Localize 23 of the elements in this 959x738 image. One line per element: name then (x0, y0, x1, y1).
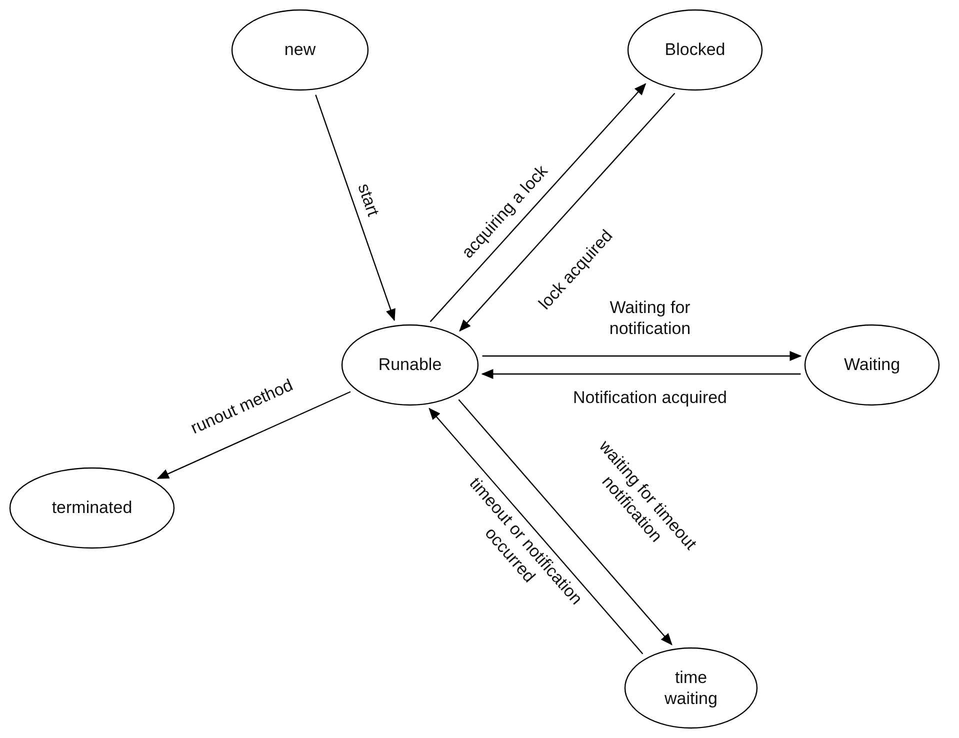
state-ellipse (341, 324, 479, 406)
edge-label: Notification acquired (572, 387, 728, 410)
arrow (458, 399, 672, 646)
arrow (482, 351, 802, 361)
state-name: Runable (378, 354, 442, 376)
arrow (430, 83, 646, 322)
state-ellipse (9, 467, 175, 549)
state-ellipse (804, 324, 940, 406)
arrow (428, 408, 644, 654)
arrow (481, 369, 801, 379)
state-ellipse (231, 9, 369, 91)
state-name: terminated (52, 497, 132, 519)
state-ellipse (627, 9, 763, 91)
arrow (459, 92, 676, 332)
state-ellipse (624, 647, 758, 729)
edge-label: Waiting for notification (608, 296, 692, 340)
arrow (315, 94, 396, 322)
state-name: Blocked (664, 39, 726, 61)
arrow (156, 391, 351, 479)
edge-label: start (352, 180, 384, 221)
state-name: Waiting (844, 354, 900, 376)
state-name: time waiting (664, 666, 718, 710)
state-name: new (284, 39, 316, 61)
